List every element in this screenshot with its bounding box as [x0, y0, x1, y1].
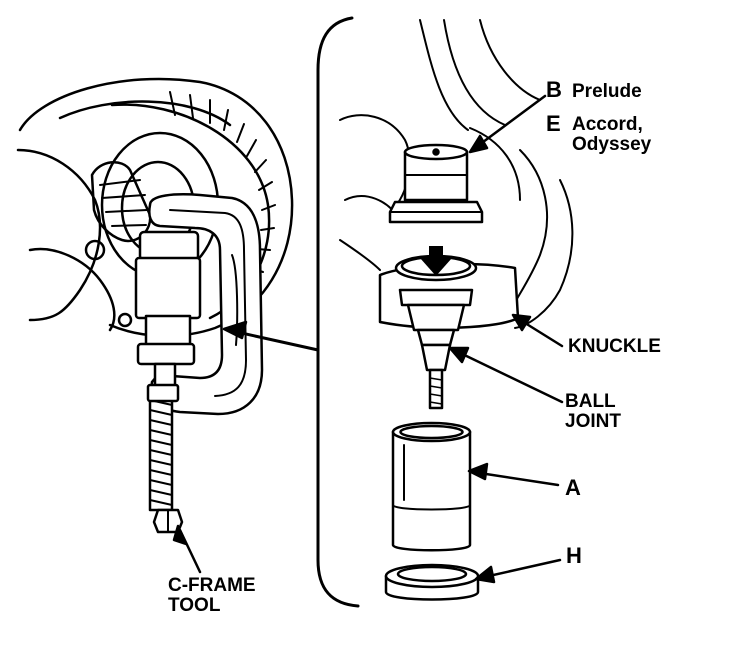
label-e-models: Accord, Odyssey — [572, 115, 651, 155]
label-knuckle: KNUCKLE — [568, 336, 661, 357]
label-c-frame-tool: C-FRAME TOOL — [168, 576, 256, 616]
label-c-frame-line1: C-FRAME — [168, 575, 256, 596]
zoom-callout-arrow — [222, 320, 320, 352]
leader-lines — [448, 94, 564, 584]
tool-h — [384, 563, 480, 601]
press-direction-arrow — [420, 246, 452, 276]
cframe-leader — [172, 524, 202, 574]
tool-a — [391, 421, 472, 552]
ball-joint — [398, 288, 474, 410]
detail-bracket — [316, 16, 360, 608]
label-a: A — [565, 475, 581, 500]
label-e-letter: E — [546, 111, 561, 136]
label-ball-joint-line2: JOINT — [565, 410, 621, 432]
label-ball-joint-line1: BALL — [565, 391, 616, 412]
label-e-line2: Odyssey — [572, 133, 652, 155]
label-c-frame-line2: TOOL — [168, 594, 221, 616]
label-b-prelude: Prelude — [572, 81, 642, 102]
tool-b-e — [388, 143, 484, 224]
label-b-letter: B — [546, 77, 562, 102]
label-ball-joint: BALL JOINT — [565, 392, 621, 432]
label-h: H — [566, 543, 582, 568]
label-e-line1: Accord, — [572, 114, 643, 135]
press-cup-left — [134, 230, 202, 534]
